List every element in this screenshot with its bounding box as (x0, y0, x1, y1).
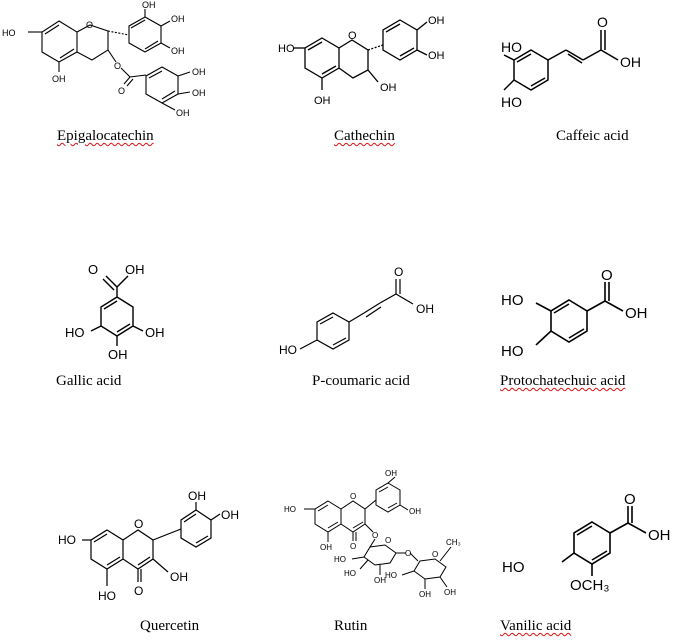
atom-label: O (405, 549, 411, 558)
caption-epigalocatechin: Epigalocatechin (57, 128, 154, 144)
atom-label: OH (145, 325, 165, 340)
cathechin-structure: HO O OH OH OH OH (278, 15, 445, 107)
protochatechuic-acid-structure: HO HO O OH (501, 267, 648, 360)
atom-label: OH (221, 508, 239, 522)
caption-gallic-acid: Gallic acid (56, 373, 122, 389)
atom-label: OH (385, 469, 397, 478)
atom-label: HO (501, 39, 522, 55)
atom-label: HO (501, 343, 524, 360)
atom-label: OH (171, 46, 185, 56)
structure-p-coumaric-acid: HO O OH P-coumaric acid (230, 245, 460, 395)
atom-label: HO (501, 292, 524, 309)
gallic-acid-structure: O OH HO OH OH (65, 262, 165, 362)
atom-label: OH (648, 527, 671, 544)
atom-label: HO (58, 533, 76, 547)
atom-label: O (118, 86, 125, 96)
atom-label: OH (428, 50, 445, 62)
atom-label: HO (344, 569, 356, 578)
atom-label: O (432, 550, 438, 559)
atom-label: O (114, 61, 121, 71)
atom-label: OH (620, 54, 641, 70)
p-coumaric-acid-structure: HO O OH (279, 265, 434, 357)
atom-label: O (86, 20, 93, 30)
atom-label: O (88, 262, 98, 277)
atom-label: CH₃ (446, 538, 461, 547)
atom-label: OH (125, 262, 145, 277)
epigalocatechin-structure: HO OH O OH OH OH O O OH OH OH (2, 0, 206, 118)
atom-label: OH (428, 15, 445, 27)
atom-label: HO (385, 571, 397, 580)
atom-label: OH (108, 347, 128, 362)
atom-label: OH (419, 590, 431, 599)
structure-rutin: OH OH HO O OH O O O O O CH₃ HO HO OH HO … (230, 465, 461, 640)
atom-label: HO (278, 43, 295, 55)
quercetin-structure: HO O OH OH HO O OH (58, 489, 239, 603)
atom-label: O (350, 492, 356, 501)
atom-label: O (624, 491, 636, 508)
atom-label: O (385, 536, 391, 545)
atom-label: O (601, 267, 613, 284)
structure-caffeic-acid: HO HO O OH Caffeic acid (460, 0, 685, 150)
atom-label: OH (374, 576, 386, 585)
atom-label: HO (279, 343, 297, 357)
atom-label: HO (65, 325, 85, 340)
atom-label: O (597, 14, 608, 30)
atom-label: OH (192, 88, 206, 98)
caption-rutin: Rutin (334, 618, 368, 634)
atom-label: OH (170, 570, 188, 584)
atom-label: O (134, 584, 143, 598)
atom-label: OH (142, 0, 156, 10)
caption-vanilic-acid: Vanilic acid (500, 618, 572, 634)
atom-label: OH (409, 507, 421, 516)
atom-label: O (134, 517, 143, 531)
caption-cathechin: Cathechin (334, 128, 395, 144)
atom-label: O (348, 30, 357, 42)
atom-label: OH (416, 302, 434, 316)
atom-label: OCH₃ (570, 577, 609, 594)
atom-label: OH (314, 95, 331, 107)
structure-gallic-acid: O OH HO OH OH Gallic acid (0, 245, 230, 395)
atom-label: HO (98, 589, 116, 603)
structure-protochatechuic-acid: HO HO O OH Protochatechuic acid (460, 245, 685, 395)
atom-label: OH (176, 108, 190, 118)
structure-epigalocatechin: HO OH O OH OH OH O O OH OH OH Epigalocat… (0, 0, 230, 150)
atom-label: OH (380, 82, 397, 94)
rutin-structure: OH OH HO O OH O O O O O CH₃ HO HO OH HO … (284, 469, 461, 599)
atom-label: OH (192, 67, 206, 77)
atom-label: OH (52, 74, 66, 84)
atom-label: OH (188, 489, 206, 503)
caption-p-coumaric-acid: P-coumaric acid (312, 373, 410, 389)
caption-quercetin: Quercetin (140, 618, 200, 634)
atom-label: OH (625, 305, 648, 322)
structure-vanilic-acid: O OH HO OCH₃ Vanilic acid (460, 490, 685, 640)
atom-label: HO (2, 28, 16, 38)
atom-label: OH (320, 543, 332, 552)
atom-label: HO (501, 94, 522, 110)
atom-label: HO (502, 559, 525, 576)
atom-label: O (394, 265, 403, 279)
caption-caffeic-acid: Caffeic acid (556, 128, 629, 144)
atom-label: O (372, 531, 378, 540)
atom-label: HO (334, 555, 346, 564)
vanilic-acid-structure: O OH HO OCH₃ (502, 491, 671, 594)
caffeic-acid-structure: HO HO O OH (501, 14, 641, 110)
atom-label: HO (284, 505, 296, 514)
atom-label: OH (444, 588, 456, 597)
structure-quercetin: HO O OH OH HO O OH Quercetin (0, 489, 239, 640)
atom-label: O (350, 542, 356, 551)
atom-label: OH (171, 14, 185, 24)
caption-protochatechuic-acid: Protochatechuic acid (500, 373, 626, 389)
structure-cathechin: HO O OH OH OH OH Cathechin (230, 0, 460, 150)
